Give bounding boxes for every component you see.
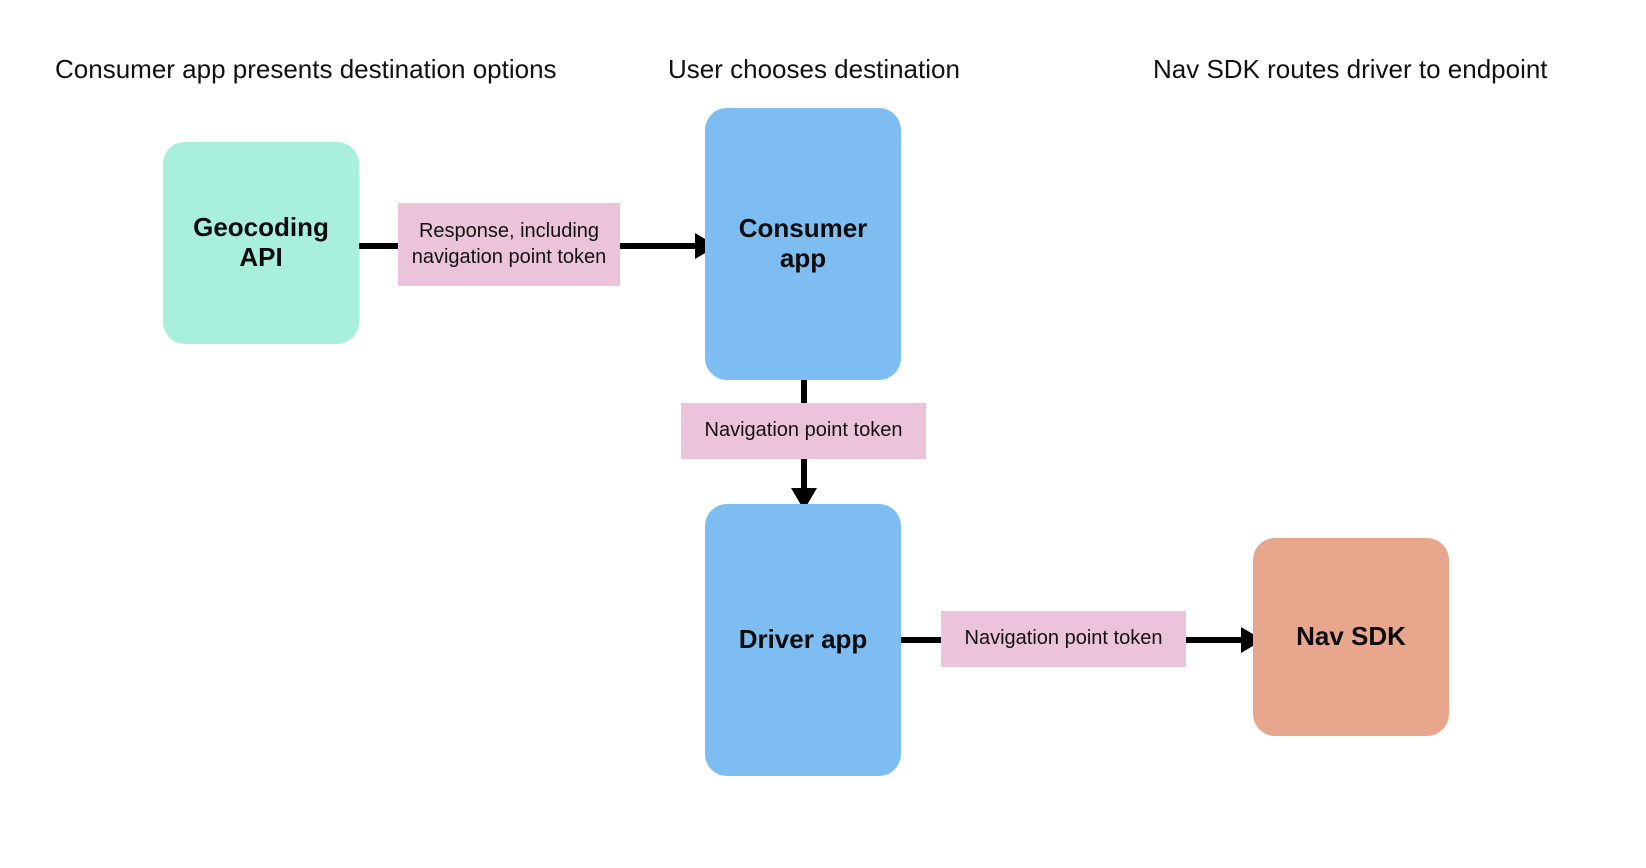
- node-nav-sdk[interactable]: Nav SDK: [1253, 538, 1449, 736]
- node-geocoding-api[interactable]: Geocoding API: [163, 142, 359, 344]
- node-consumer-app[interactable]: Consumer app: [705, 108, 901, 380]
- node-consumer-app-label: Consumer app: [738, 213, 868, 273]
- node-driver-app-label: Driver app: [738, 624, 868, 655]
- edge-label-navigation-point-token-consumer-driver: Navigation point token: [681, 403, 926, 459]
- column-heading-nav-sdk: Nav SDK routes driver to endpoint: [1153, 54, 1548, 84]
- node-geocoding-api-label: Geocoding API: [193, 212, 329, 272]
- edge-label-response-including-navigation-point-token: Response, including navigation point tok…: [398, 203, 620, 286]
- node-driver-app[interactable]: Driver app: [705, 504, 901, 776]
- column-heading-user-chooses: User chooses destination: [668, 54, 960, 84]
- edge-label-navigation-point-token-driver-navsdk: Navigation point token: [941, 611, 1186, 667]
- column-heading-consumer-app: Consumer app presents destination option…: [55, 54, 557, 84]
- node-nav-sdk-label: Nav SDK: [1296, 621, 1406, 652]
